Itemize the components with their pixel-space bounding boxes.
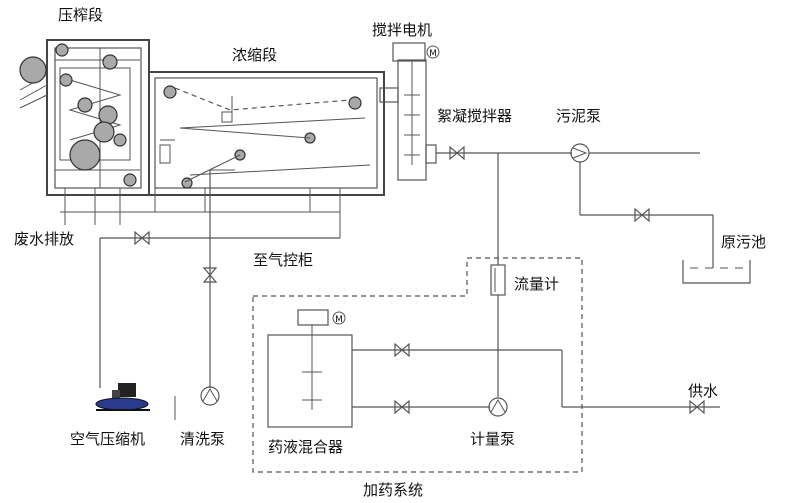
roller	[59, 73, 73, 87]
wastewater-discharge-label: 废水排放	[14, 230, 74, 248]
roller	[93, 121, 115, 143]
sludge-pump-label: 污泥泵	[556, 107, 601, 125]
roller	[19, 56, 47, 84]
valve	[634, 207, 650, 223]
valve	[394, 342, 410, 358]
water-supply-label: 供水	[688, 382, 718, 400]
thickening-section-label: 浓缩段	[232, 46, 277, 64]
roller	[123, 173, 137, 187]
roller	[181, 177, 193, 189]
press-rollers	[19, 43, 137, 187]
valve	[689, 399, 705, 415]
cleaning-pump-label: 清洗泵	[180, 430, 225, 448]
valve	[134, 230, 150, 246]
dosing-system-label: 加药系统	[363, 481, 423, 499]
dosing-system-boundary	[252, 257, 583, 473]
air-compressor-label: 空气压缩机	[70, 430, 145, 448]
roller	[348, 96, 362, 110]
sludge-pump-symbol	[570, 143, 590, 163]
raw-sludge-tank-label: 原污池	[721, 233, 766, 251]
flow-meter-label: 流量计	[514, 275, 559, 293]
valve	[394, 399, 410, 415]
roller	[77, 97, 93, 113]
thickening-section-frame	[60, 71, 385, 238]
valve	[449, 145, 465, 161]
flocculation-mixer-label: 絮凝搅拌器	[437, 107, 512, 125]
cleaning-pump-symbol	[200, 386, 220, 406]
raw-sludge-tank-shape	[682, 260, 751, 284]
gas-control-cabinet-label: 至气控柜	[253, 251, 313, 269]
chemical-mixer	[267, 309, 353, 428]
press-section-label: 压榨段	[58, 6, 103, 24]
motor-symbol-text: M	[429, 49, 437, 59]
mixer-motor-label: 搅拌电机	[372, 21, 432, 39]
chemical-mixer-label: 药液混合器	[268, 438, 343, 456]
metering-pump-symbol	[488, 397, 508, 417]
flow-meter-symbol	[490, 264, 506, 296]
motor-symbol-text: M	[335, 315, 343, 325]
roller	[163, 85, 177, 99]
flocculation-mixer	[379, 42, 440, 181]
roller	[113, 133, 127, 147]
valve	[202, 267, 218, 283]
roller	[98, 105, 118, 125]
air-compressor-shape	[95, 383, 150, 411]
roller	[55, 43, 69, 57]
metering-pump-label: 计量泵	[470, 430, 515, 448]
roller	[69, 139, 101, 171]
roller	[102, 54, 118, 70]
